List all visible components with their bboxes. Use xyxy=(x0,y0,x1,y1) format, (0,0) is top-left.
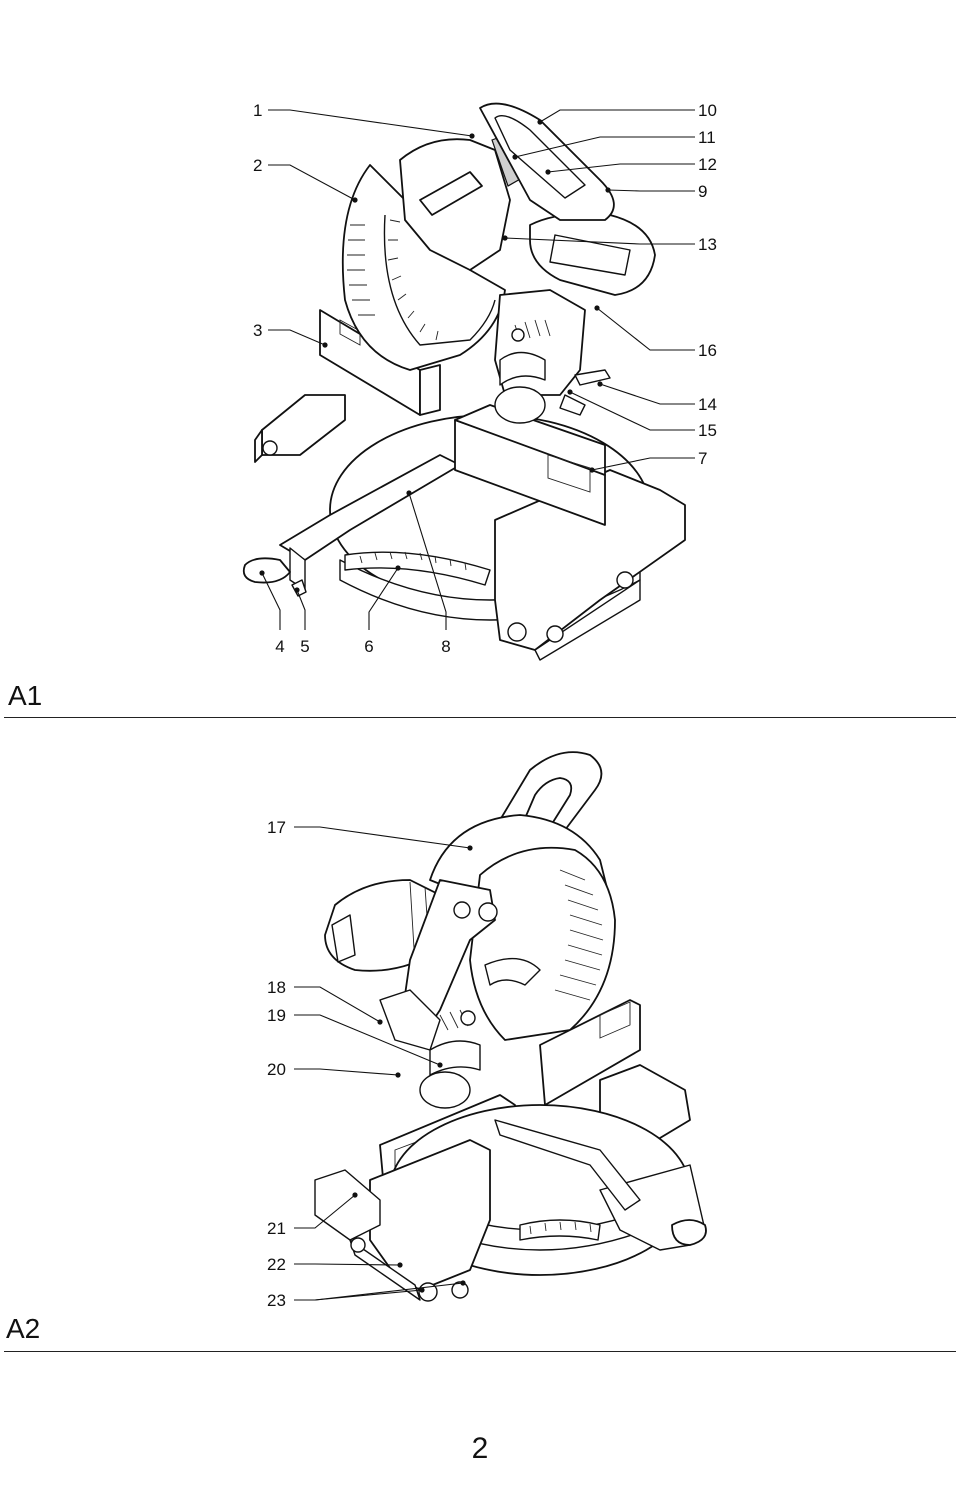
a2-upper-guard xyxy=(429,814,616,1041)
a1-motor-head xyxy=(399,102,656,296)
divider-a2 xyxy=(4,1351,956,1352)
a2-callout-23: 23 xyxy=(267,1291,286,1310)
a1-callout-10: 10 xyxy=(698,101,717,120)
a1-callout-4: 4 xyxy=(275,637,284,656)
a2-callout-19: 19 xyxy=(267,1006,286,1025)
figure-label-a1: A1 xyxy=(8,680,43,711)
a2-callout-18: 18 xyxy=(267,978,286,997)
a1-fences xyxy=(319,309,606,526)
page-number: 2 xyxy=(471,1432,489,1465)
a1-callout-9: 9 xyxy=(698,182,707,201)
a2-base xyxy=(314,1064,707,1302)
a1-callout-1: 1 xyxy=(253,101,262,120)
a2-leader-lines xyxy=(294,826,471,1301)
a1-callout-14: 14 xyxy=(698,395,717,414)
a2-callout-17: 17 xyxy=(267,818,286,837)
a1-callout-13: 13 xyxy=(698,235,717,254)
figure-a1-miter-saw-front: 1 2 3 10 11 12 9 13 16 14 15 7 4 5 6 8 xyxy=(242,101,717,661)
a1-callout-3: 3 xyxy=(253,321,262,340)
a2-leader-dots xyxy=(352,845,473,1293)
a1-callout-12: 12 xyxy=(698,155,717,174)
a2-arm xyxy=(379,879,498,1109)
a1-callout-8: 8 xyxy=(441,637,450,656)
a1-callout-16: 16 xyxy=(698,341,717,360)
a1-callout-5: 5 xyxy=(300,637,309,656)
a1-leader-dots xyxy=(259,119,611,593)
a1-callout-7: 7 xyxy=(698,449,707,468)
a1-leader-lines xyxy=(261,109,695,630)
a1-callout-11: 11 xyxy=(698,128,716,147)
a2-callout-22: 22 xyxy=(267,1255,286,1274)
a2-callout-21: 21 xyxy=(267,1219,286,1238)
a1-callout-2: 2 xyxy=(253,156,262,175)
a1-miter-scale xyxy=(344,551,491,586)
a1-blade-guard xyxy=(341,164,506,371)
a2-motor xyxy=(324,879,441,972)
a1-bevel-mechanism xyxy=(494,289,611,424)
a2-callout-20: 20 xyxy=(267,1060,286,1079)
divider-a1 xyxy=(4,717,956,718)
figure-label-a2: A2 xyxy=(6,1313,41,1344)
figure-a2-miter-saw-rear: 17 18 19 20 21 22 23 xyxy=(267,751,707,1310)
a1-extension-arm xyxy=(242,454,461,597)
a1-callout-15: 15 xyxy=(698,421,717,440)
a1-callout-6: 6 xyxy=(364,637,373,656)
